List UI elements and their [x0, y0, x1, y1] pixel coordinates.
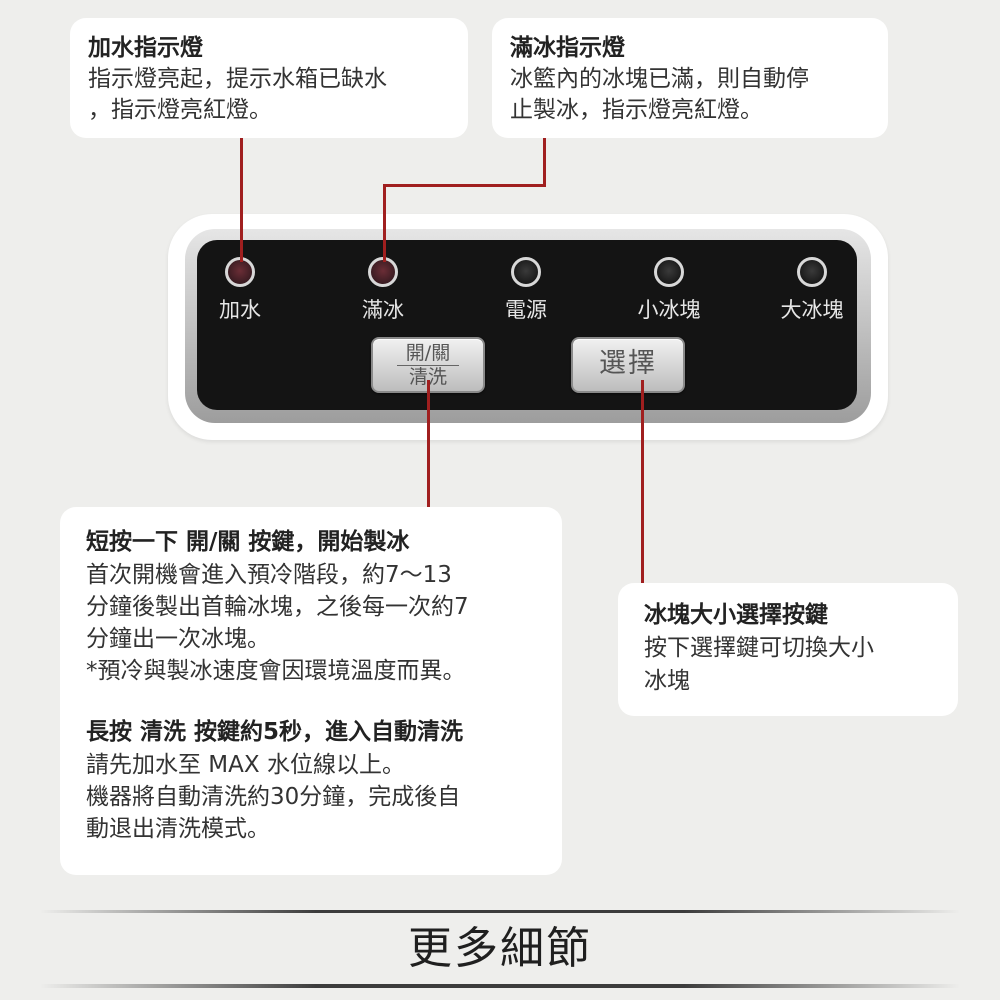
indicator-label-refill: 加水 — [219, 298, 261, 322]
leader-line-ice-full-vertical — [543, 138, 546, 186]
indicator-label-large-ice: 大冰塊 — [780, 298, 844, 322]
indicator-label-ice-full: 滿冰 — [362, 298, 404, 322]
clean-button-label: 清洗 — [408, 366, 447, 388]
callout-line: *預冷與製冰速度會因環境溫度而異。 — [86, 658, 466, 684]
footer-divider-top — [40, 910, 960, 913]
callout-line: 動退出清洗模式。 — [86, 816, 270, 842]
leader-line-power — [427, 380, 430, 507]
footer-title: 更多細節 — [408, 923, 592, 974]
indicator-label-power: 電源 — [505, 298, 547, 322]
callout-line: 止製冰，指示燈亮紅燈。 — [510, 97, 763, 123]
callout-ice-size-button: 冰塊大小選擇按鍵 按下選擇鍵可切換大小 冰塊 — [618, 583, 958, 716]
footer-divider-bottom — [40, 984, 960, 988]
callout-line: 冰籃內的冰塊已滿，則自動停 — [510, 66, 809, 92]
leader-line-ice-full-drop — [383, 184, 386, 262]
callout-power-clean-button: 短按一下 開/關 按鍵，開始製冰 首次開機會進入預冷階段，約7～13 分鐘後製出… — [60, 507, 562, 875]
spacer — [86, 687, 536, 715]
callout-title: 冰塊大小選擇按鍵 — [644, 602, 828, 628]
led-power-icon — [511, 257, 541, 287]
callout-line: 指示燈亮起，提示水箱已缺水 — [88, 66, 387, 92]
callout-refill-indicator: 加水指示燈 指示燈亮起，提示水箱已缺水 ，指示燈亮紅燈。 — [70, 18, 468, 138]
callout-title-clean: 長按 清洗 按鍵約5秒，進入自動清洗 — [86, 719, 464, 745]
indicator-label-small-ice: 小冰塊 — [637, 298, 701, 322]
power-button-label: 開/關 — [405, 342, 451, 364]
callout-line: ，指示燈亮紅燈。 — [88, 97, 272, 123]
leader-line-ice-full-horizontal — [383, 184, 546, 187]
callout-title: 滿冰指示燈 — [510, 35, 625, 61]
callout-line: 請先加水至 MAX 水位線以上。 — [86, 752, 405, 778]
callout-line: 按下選擇鍵可切換大小 — [644, 635, 874, 661]
callout-ice-full-indicator: 滿冰指示燈 冰籃內的冰塊已滿，則自動停 止製冰，指示燈亮紅燈。 — [492, 18, 888, 138]
leader-line-select — [641, 380, 644, 583]
select-button[interactable]: 選擇 — [571, 337, 685, 393]
callout-line: 首次開機會進入預冷階段，約7～13 — [86, 562, 452, 588]
callout-title: 加水指示燈 — [88, 35, 203, 61]
callout-line: 分鐘後製出首輪冰塊，之後每一次約7 — [86, 594, 469, 620]
led-small-ice-icon — [654, 257, 684, 287]
button-divider — [397, 365, 459, 366]
leader-line-refill — [240, 138, 243, 262]
callout-line: 冰塊 — [644, 668, 690, 694]
callout-line: 機器將自動清洗約30分鐘，完成後自 — [86, 784, 461, 810]
callout-title: 短按一下 開/關 按鍵，開始製冰 — [86, 529, 410, 555]
led-large-ice-icon — [797, 257, 827, 287]
callout-line: 分鐘出一次冰塊。 — [86, 626, 270, 652]
